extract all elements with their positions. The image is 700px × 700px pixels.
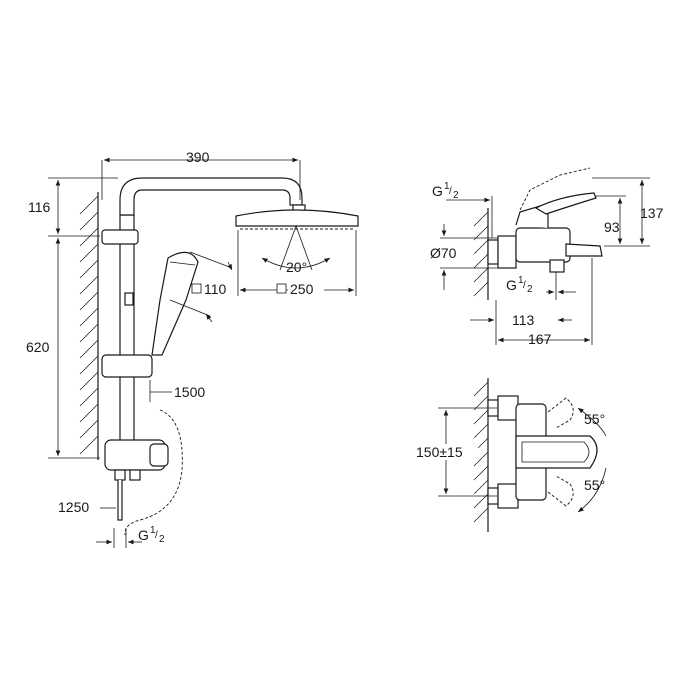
hand-ext-1	[189, 251, 233, 269]
dim-137-label: 137	[640, 205, 664, 221]
mixer-front-view: 55° 55° 150±15	[414, 378, 607, 532]
head-shower	[235, 204, 359, 230]
shower-system-drawing: 20° 390 116 620 110	[26, 149, 359, 548]
dim-390-label: 390	[186, 149, 210, 165]
inlet-thread-num: 1	[150, 525, 156, 536]
hand-shower	[151, 251, 199, 356]
dim-93-label: 93	[604, 219, 620, 235]
mixer-diameter-label: Ø70	[430, 245, 457, 261]
mixer-spout-num: 1	[518, 275, 524, 286]
inlet-fitting-left	[114, 469, 126, 481]
angle-bottom-label: 55°	[584, 477, 605, 493]
front-lever-rotated-down	[547, 475, 574, 507]
mixer-spout	[565, 243, 603, 257]
dim-150-label: 150±15	[416, 444, 463, 460]
front-lever-inner	[521, 441, 590, 463]
hand-ext-2	[169, 299, 211, 317]
hand-dim-arrow-1	[227, 261, 233, 271]
mixer-connector	[497, 235, 517, 269]
dim-1250-label: 1250	[58, 499, 89, 515]
top-wall-bracket	[101, 229, 139, 245]
mixer-spout-slash: /	[523, 280, 526, 291]
dim-116-label: 116	[28, 199, 51, 215]
dim-250-label: 250	[290, 281, 314, 297]
square-symbol-110	[191, 283, 202, 294]
mixer-body	[515, 227, 571, 263]
mixer-side-view: G 1 / 2 Ø70 G 1 / 2 113 167 93	[430, 167, 664, 347]
mixer-spout-g: G	[506, 277, 517, 293]
mixer-flange	[487, 239, 499, 265]
mixer-top-den: 2	[453, 190, 459, 201]
spray-angle-arc	[261, 257, 331, 269]
shower-hose	[124, 409, 183, 536]
dim-620-label: 620	[26, 339, 50, 355]
front-lever-rotated-up	[547, 397, 574, 429]
spray-angle-label: 20°	[286, 259, 307, 275]
inlet-thread-slash: /	[155, 530, 158, 541]
mixer-spout-den: 2	[527, 284, 533, 295]
inlet-thread-den: 2	[159, 534, 165, 545]
rail-clip	[124, 292, 134, 306]
inlet-hose	[117, 480, 123, 521]
thermostat-knob	[149, 443, 169, 467]
label-bg-150	[414, 444, 478, 460]
angle-top-label: 55°	[584, 411, 605, 427]
shower-arm	[119, 177, 303, 216]
front-nut-bottom	[497, 483, 519, 509]
angle-arc-top	[577, 407, 607, 437]
mixer-diverter	[549, 259, 565, 273]
inlet-thread-g: G	[138, 527, 149, 543]
angle-arc-bottom	[577, 467, 607, 513]
label-bg-250	[288, 280, 324, 296]
slider-bracket	[101, 354, 153, 378]
mixer-top-num: 1	[444, 181, 450, 192]
inlet-fitting-right	[129, 469, 141, 481]
dim-113-label: 113	[512, 312, 535, 328]
dim-110-label: 110	[204, 281, 227, 297]
square-symbol-250	[276, 283, 287, 294]
dim-1500-label: 1500	[174, 384, 205, 400]
front-mixer-lever	[515, 435, 598, 469]
dim-167-label: 167	[528, 331, 552, 347]
left-wall-hatching	[79, 192, 99, 460]
hand-dim-arrow-2	[205, 313, 213, 323]
mixer-top-slash: /	[449, 186, 452, 197]
mixer-top-g: G	[432, 183, 443, 199]
riser-rail	[119, 214, 135, 451]
mixer-lever-open-position	[519, 167, 591, 211]
front-nut-top	[497, 395, 519, 421]
mixer-lever	[534, 192, 597, 215]
